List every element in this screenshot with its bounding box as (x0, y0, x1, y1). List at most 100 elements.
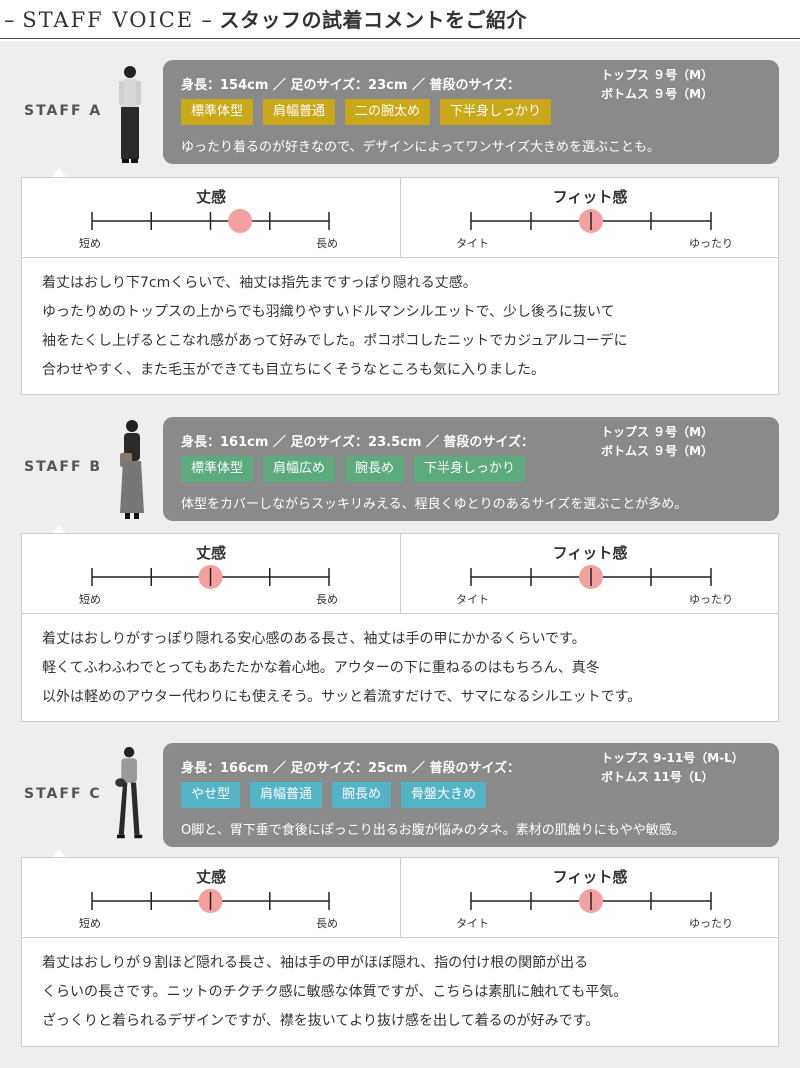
size-tops: トップス 9-11号（M-L） (601, 751, 744, 765)
body-tag: 肩幅普通 (250, 782, 323, 808)
usual-size: トップス 9-11号（M-L） ボトムス 11号（L） (601, 749, 744, 787)
rating-scales: 丈感 短め 長め フィット感 タイト ゆったり (22, 534, 778, 614)
scale-max-label: 長め (316, 237, 338, 250)
size-preference-note: O脚と、胃下垂で食後にぽっこり出るお腹が悩みのタネ。素材の肌触りにもやや敏感。 (181, 823, 685, 838)
fitting-comment: 着丈はおしりがすっぽり隠れる安心感のある長さ、袖丈は手の甲にかかるくらいです。 … (42, 625, 768, 712)
body-tag: 腕長め (345, 456, 405, 482)
scale-min-label: 短め (79, 237, 101, 250)
scale-title: 丈感 (195, 188, 226, 206)
body-tag: 肩幅広め (263, 456, 336, 482)
fit-scale: フィット感 タイト ゆったり (401, 858, 779, 938)
scale-title: 丈感 (195, 868, 226, 886)
scale-track (470, 889, 712, 913)
rating-scales: 丈感 短め 長め フィット感 タイト ゆったり (22, 178, 778, 258)
size-tops: トップス ９号（M） (601, 68, 714, 82)
body-type-tags: 標準体型肩幅普通二の腕太め下半身しっかり (181, 99, 561, 125)
fitting-card: 丈感 短め 長め フィット感 タイト ゆったり 着丈はおしり下7cmくらいで、袖… (21, 177, 779, 395)
header-rule (0, 38, 800, 39)
scale-min-label: 短め (79, 593, 101, 606)
size-preference-note: 体型をカバーしながらスッキリみえる、程良くゆとりのあるサイズを選ぶことが多め。 (181, 497, 688, 512)
staff-label: STAFF C (24, 786, 102, 802)
staff-b-photo (120, 420, 144, 519)
body-tag: 下半身しっかり (440, 99, 552, 125)
scale-title: フィット感 (552, 868, 628, 886)
fitting-comment: 着丈はおしり下7cmくらいで、袖丈は指先まですっぽり隠れる丈感。 ゆったりめのト… (42, 269, 768, 385)
staff-profile-bubble: 身長：154cm ／ 足のサイズ：23cm ／ 普段のサイズ： トップス ９号（… (163, 60, 779, 164)
scale-track (470, 565, 712, 589)
size-bottoms: ボトムス ９号（M） (601, 444, 714, 458)
measurements: 身長：154cm ／ 足のサイズ：23cm ／ 普段のサイズ： (181, 78, 521, 93)
body-tag: 二の腕太め (345, 99, 431, 125)
body-tag: 標準体型 (181, 99, 254, 125)
title-english: STAFF VOICE (22, 8, 195, 32)
comment-line: 着丈はおしりが９割ほど隠れる長さ、袖は手の甲がほぼ隠れ、指の付け根の関節が出る (42, 955, 589, 971)
rating-scales: 丈感 短め 長め フィット感 タイト ゆったり (22, 858, 778, 938)
comment-line: 合わせやすく、また毛玉ができても目立ちにくそうなところも気に入りました。 (42, 362, 546, 378)
size-bottoms: ボトムス ９号（M） (601, 87, 714, 101)
scale-max-label: 長め (316, 917, 338, 930)
usual-size: トップス ９号（M） ボトムス ９号（M） (601, 423, 713, 461)
size-tops: トップス ９号（M） (601, 425, 714, 439)
fitting-card: 丈感 短め 長め フィット感 タイト ゆったり 着丈はおしりがすっぽり隠れる安心… (21, 533, 779, 722)
scale-min-label: タイト (456, 237, 489, 250)
length-scale: 丈感 短め 長め (22, 858, 400, 938)
body-tag: 骨盤大きめ (401, 782, 487, 808)
fit-scale: フィット感 タイト ゆったり (401, 534, 779, 614)
scale-track (91, 209, 330, 233)
title-japanese: スタッフの試着コメントをご紹介 (219, 8, 527, 32)
section-title: – STAFF VOICE – スタッフの試着コメントをご紹介 (4, 4, 527, 33)
comment-line: 以外は軽めのアウター代わりにも使えそう。サッと着流すだけで、サマになるシルエット… (42, 689, 642, 705)
comment-line: 着丈はおしり下7cmくらいで、袖丈は指先まですっぽり隠れる丈感。 (42, 275, 477, 291)
measurements: 身長：166cm ／ 足のサイズ：25cm ／ 普段のサイズ： (181, 761, 521, 776)
staff-profile-bubble: 身長：166cm ／ 足のサイズ：25cm ／ 普段のサイズ： トップス 9-1… (163, 743, 779, 847)
scale-track (470, 209, 712, 233)
scale-title: 丈感 (195, 544, 226, 562)
scale-track (91, 565, 330, 589)
scale-min-label: タイト (456, 917, 489, 930)
scale-divider (400, 858, 401, 938)
scale-max-label: ゆったり (689, 237, 733, 250)
staff-profile-bubble: 身長：161cm ／ 足のサイズ：23.5cm ／ 普段のサイズ： トップス ９… (163, 417, 779, 521)
body-tag: 下半身しっかり (414, 456, 526, 482)
scale-max-label: ゆったり (689, 917, 733, 930)
body-type-tags: やせ型肩幅普通腕長め骨盤大きめ (181, 782, 496, 808)
length-scale: 丈感 短め 長め (22, 534, 400, 614)
scale-max-label: 長め (316, 593, 338, 606)
body-tag: 肩幅普通 (263, 99, 336, 125)
scale-title: フィット感 (552, 544, 628, 562)
fit-scale: フィット感 タイト ゆったり (401, 178, 779, 258)
comment-line: 着丈はおしりがすっぽり隠れる安心感のある長さ、袖丈は手の甲にかかるくらいです。 (42, 631, 586, 647)
body-type-tags: 標準体型肩幅広め腕長め下半身しっかり (181, 456, 535, 482)
scale-max-label: ゆったり (689, 593, 733, 606)
scale-divider (400, 178, 401, 258)
staff-a-photo (119, 66, 141, 163)
bubble-tail (51, 849, 67, 859)
staff-label: STAFF B (24, 459, 103, 475)
scale-track (91, 889, 330, 913)
title-dash: – (4, 8, 15, 32)
body-tag: やせ型 (181, 782, 241, 808)
fitting-comment: 着丈はおしりが９割ほど隠れる長さ、袖は手の甲がほぼ隠れ、指の付け根の関節が出る … (42, 949, 768, 1036)
section-header: – STAFF VOICE – スタッフの試着コメントをご紹介 (0, 0, 800, 40)
staff-c-photo (115, 746, 143, 839)
size-bottoms: ボトムス 11号（L） (601, 770, 714, 784)
comment-line: ゆったりめのトップスの上からでも羽織りやすいドルマンシルエットで、少し後ろに抜い… (42, 304, 615, 320)
comment-line: 袖をたくし上げるとこなれ感があって好みでした。ポコポコしたニットでカジュアルコー… (42, 333, 628, 349)
body-tag: 腕長め (332, 782, 392, 808)
scale-min-label: 短め (79, 917, 101, 930)
size-preference-note: ゆったり着るのが好きなので、デザインによってワンサイズ大きめを選ぶことも。 (181, 140, 661, 155)
comment-line: 軽くてふわふわでとってもあたたかな着心地。アウターの下に重ねるのはもちろん、真冬 (42, 660, 600, 676)
length-scale: 丈感 短め 長め (22, 178, 400, 258)
comment-line: くらいの長さです。ニットのチクチク感に敏感な体質ですが、こちらは素肌に触れても平… (42, 984, 628, 1000)
body-tag: 標準体型 (181, 456, 254, 482)
bubble-tail (51, 168, 67, 178)
bubble-tail (51, 525, 67, 535)
scale-marker (228, 209, 253, 233)
scale-divider (400, 534, 401, 614)
usual-size: トップス ９号（M） ボトムス ９号（M） (601, 66, 713, 104)
measurements: 身長：161cm ／ 足のサイズ：23.5cm ／ 普段のサイズ： (181, 435, 535, 450)
fitting-card: 丈感 短め 長め フィット感 タイト ゆったり 着丈はおしりが９割ほど隠れる長さ… (21, 857, 779, 1047)
staff-label: STAFF A (24, 103, 103, 119)
staff-voice-panel: STAFF A 身長：154cm ／ 足のサイズ：23cm ／ 普段のサイズ： … (0, 41, 800, 1068)
scale-title: フィット感 (552, 188, 628, 206)
